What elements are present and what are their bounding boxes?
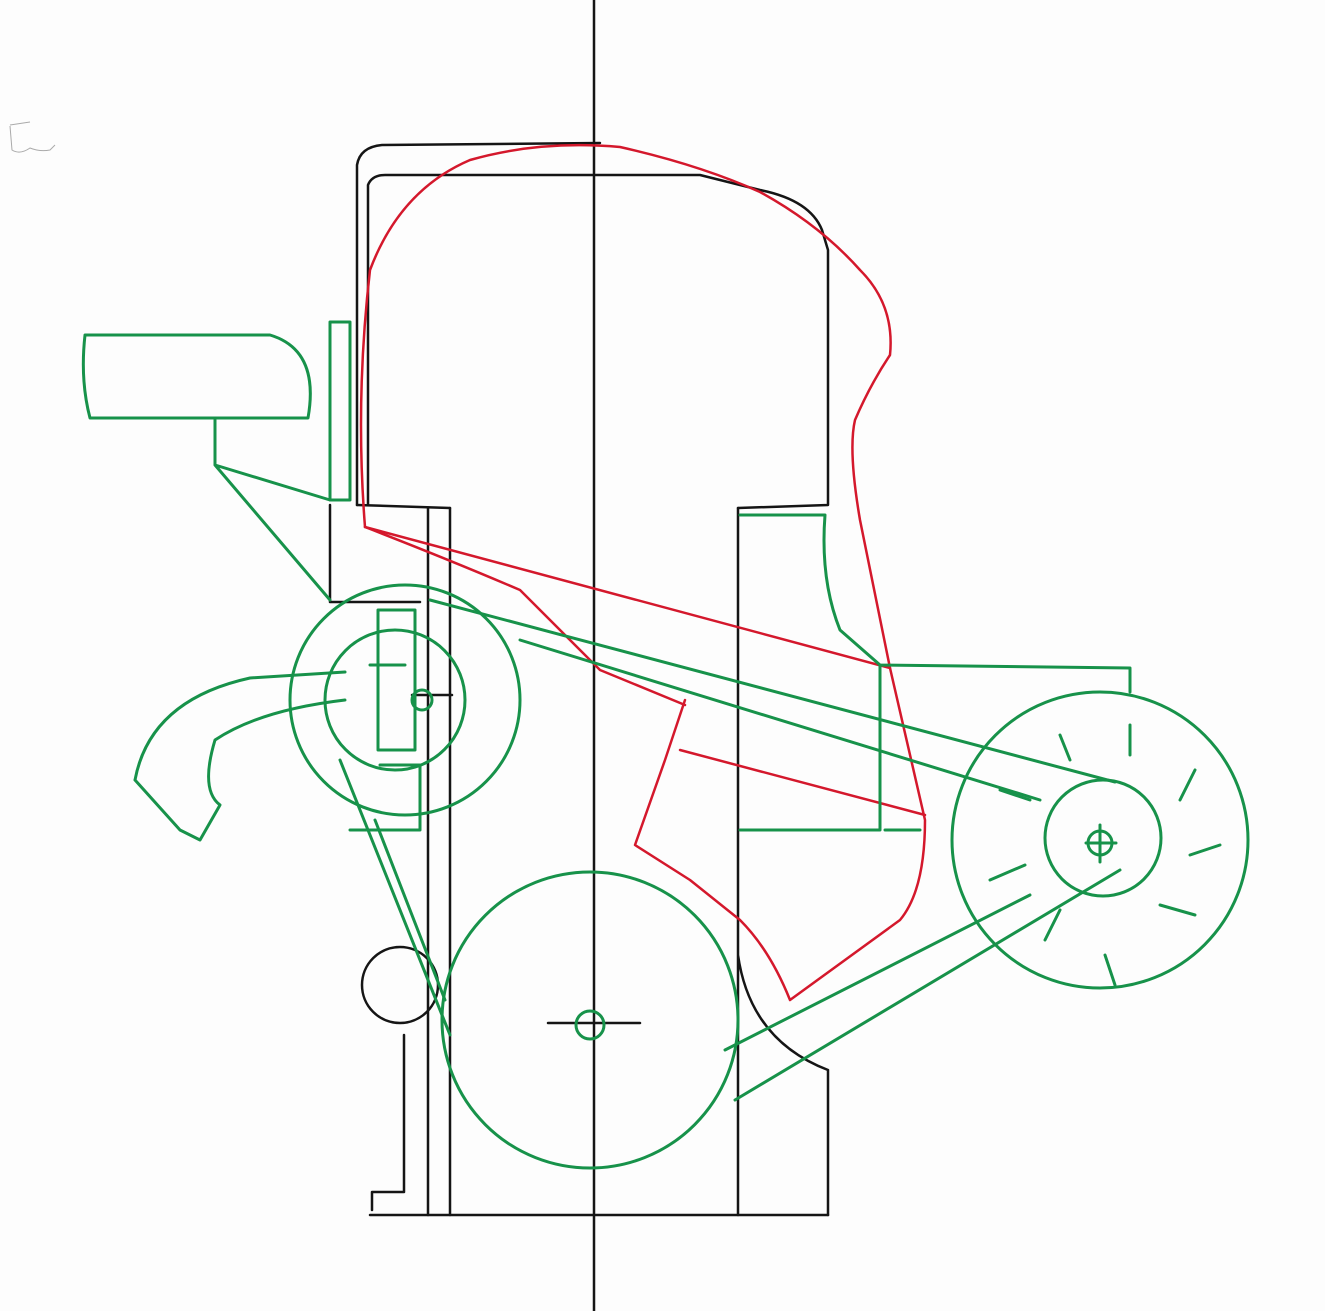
intake-bracket — [328, 320, 352, 502]
block-left-wall — [426, 506, 452, 1217]
cylinder-head — [355, 141, 602, 507]
drive-belt — [338, 598, 1122, 1102]
engine-block-outline — [328, 0, 830, 1311]
head-profile-red — [359, 143, 927, 1002]
block-right-wall — [736, 506, 830, 1217]
coolant-pipe — [133, 670, 347, 842]
ancillaries-green — [81, 320, 1250, 1170]
faint-scribble — [9, 121, 56, 153]
right-pulley — [950, 690, 1250, 990]
air-intake-box — [81, 333, 312, 420]
crank-pulley — [440, 870, 740, 1170]
alternator-bracket — [738, 513, 1132, 832]
idler-roller — [360, 945, 440, 1025]
left-pulley — [288, 583, 522, 817]
